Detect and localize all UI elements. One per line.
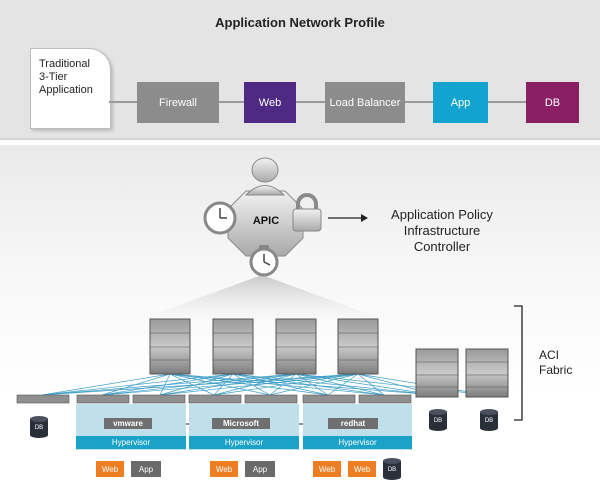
vm-web: Web	[210, 461, 238, 477]
stopwatch-icon	[249, 245, 279, 277]
apic-cone	[144, 275, 380, 318]
db-tier-box: DB	[526, 82, 579, 123]
vm-app: App	[131, 461, 161, 477]
web-tier-box: Web	[244, 82, 296, 123]
vm-app: App	[245, 461, 275, 477]
traditional-app-label: Traditional 3-Tier Application	[39, 58, 93, 96]
app-tier-box: App	[433, 82, 488, 123]
vm-web: Web	[348, 461, 376, 477]
padlock-icon	[292, 193, 322, 232]
db-tier-label: DB	[544, 96, 561, 109]
profile-title: Application Network Profile	[215, 15, 385, 30]
border-leaf-switches	[415, 348, 509, 398]
db-label: DB	[387, 467, 397, 473]
aci-fabric-label: ACI Fabric	[539, 348, 573, 377]
load-balancer-box: Load Balancer	[325, 82, 405, 123]
apic-description: Application Policy Infrastructure Contro…	[391, 207, 493, 254]
db-label: DB	[433, 418, 443, 424]
hypervisor-bar: Hypervisor	[303, 436, 412, 449]
db-cylinders	[30, 409, 498, 480]
vendor-badge-redhat: redhat	[328, 418, 378, 429]
aci-fabric-bracket	[514, 305, 523, 421]
app-tier-label: App	[450, 96, 471, 109]
vendor-badge-vmware: vmware	[104, 418, 152, 429]
vendor-badge-microsoft: Microsoft	[212, 418, 270, 429]
hypervisor-bar: Hypervisor	[76, 436, 186, 449]
apic-controller-icon	[227, 157, 304, 257]
vm-web: Web	[96, 461, 124, 477]
fabric-links	[41, 373, 489, 396]
vm-web: Web	[313, 461, 341, 477]
firewall-box: Firewall	[137, 82, 219, 123]
web-tier-label: Web	[258, 96, 282, 109]
firewall-label: Firewall	[159, 96, 197, 109]
hypervisor-bar: Hypervisor	[189, 436, 299, 449]
spine-switches	[149, 318, 379, 375]
apic-label: APIC	[252, 215, 280, 227]
db-label: DB	[34, 425, 44, 431]
apic-arrow	[328, 214, 368, 222]
leaf-switches	[16, 394, 412, 404]
db-label: DB	[484, 418, 494, 424]
load-balancer-label: Load Balancer	[329, 96, 401, 109]
clock-icon	[203, 201, 237, 235]
document-icon	[30, 48, 111, 129]
